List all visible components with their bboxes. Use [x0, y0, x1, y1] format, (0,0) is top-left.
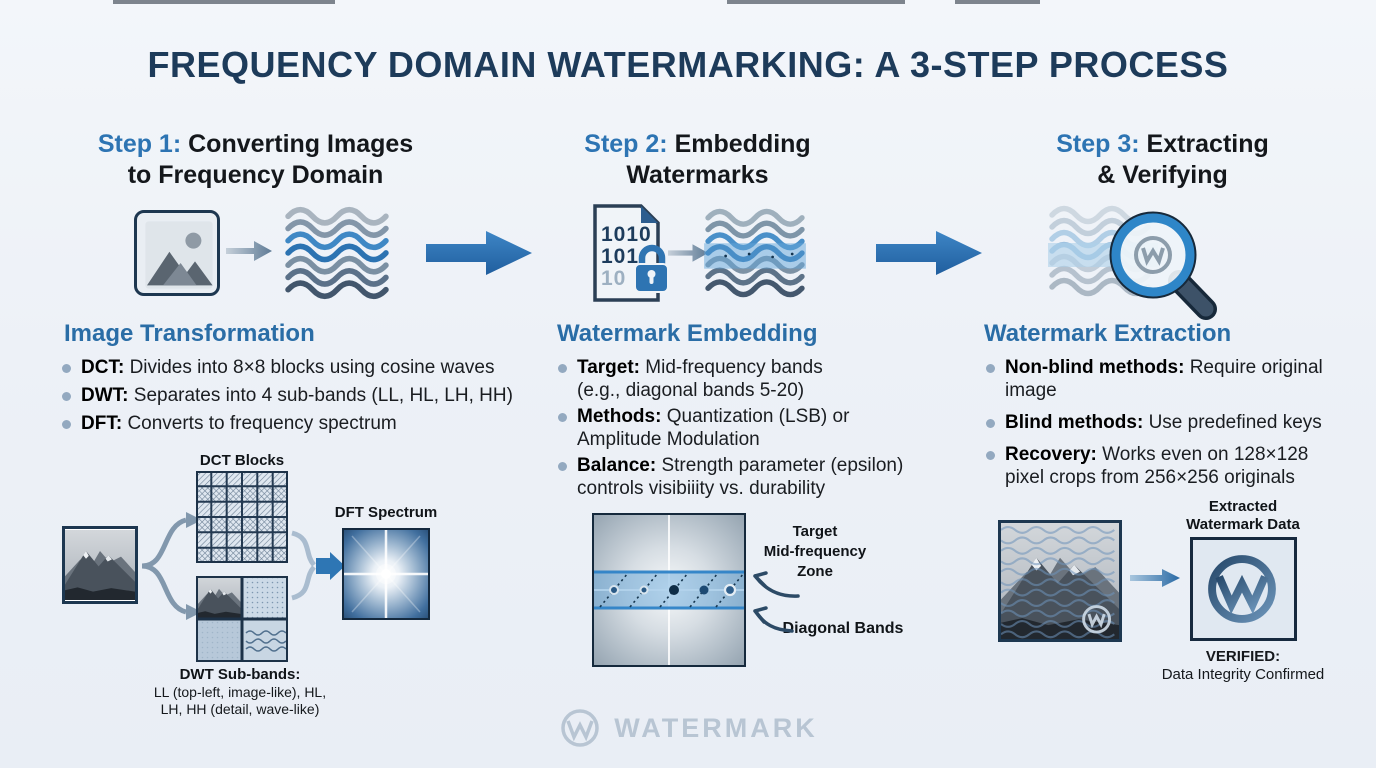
list-item: DWT: Separates into 4 sub-bands (LL, HL,…: [62, 384, 513, 408]
brand-footer: WATERMARK: [0, 706, 1376, 750]
source-image: [62, 526, 138, 604]
dwt-subbands-label: DWT Sub-bands:: [179, 666, 301, 683]
bullet-dot: [558, 413, 567, 422]
watermark-glyph: [1134, 236, 1172, 274]
step1-to-step2-arrow-icon: [426, 231, 532, 275]
watermarked-waves-icon: [704, 208, 806, 298]
extracted-watermark-label: Extracted Watermark Data: [1186, 498, 1300, 533]
small-arrow-icon: [226, 241, 272, 261]
section-heading-extraction: Watermark Extraction: [984, 320, 1232, 347]
bullet-dot: [986, 451, 995, 460]
step2-diagram: Target Mid-frequency Zone Diagonal Bands: [558, 500, 978, 685]
bullet-dot: [558, 364, 567, 373]
bullet-dot: [986, 364, 995, 373]
brand-logo-icon: [561, 709, 599, 747]
step3-label: Step 3:: [1056, 130, 1140, 158]
image-icon: [134, 210, 220, 296]
step1-diagram: DCT Blocks DFT Spectrum: [40, 438, 480, 738]
extracted-watermark-box: [1190, 537, 1297, 641]
small-arrow-icon: [668, 244, 709, 262]
target-zone-label: Target Mid-frequency Zone: [763, 523, 867, 580]
bullet-dot: [62, 392, 71, 401]
extract-arrow-icon: [1130, 569, 1180, 587]
dft-spectrum-label: DFT Spectrum: [334, 504, 438, 521]
list-item: Blind methods: Use predefined keys: [986, 411, 1346, 434]
svg-text:101: 101: [601, 245, 639, 268]
dct-blocks-grid: [196, 471, 288, 563]
svg-text:10: 10: [601, 267, 626, 290]
step3-diagram: Extracted Watermark Data VERIFIED: Data …: [975, 488, 1375, 698]
top-edge-artifact: [955, 0, 1040, 4]
bullet-dot: [62, 364, 71, 373]
step2-header: Step 2: Embedding Watermarks: [584, 130, 811, 189]
bullet-dot: [62, 420, 71, 429]
watermarked-image: [998, 520, 1122, 642]
list-item: Balance: Strength parameter (epsilon)con…: [558, 454, 918, 500]
dwt-subbands-line2: LH, HH (detail, wave-like): [160, 701, 320, 717]
watermark-logo-large: [1208, 555, 1276, 623]
frequency-waves-icon: [285, 206, 389, 300]
dwt-subbands-line1: LL (top-left, image-like), HL,: [153, 684, 327, 700]
top-edge-artifact: [727, 0, 905, 4]
step2-bullet-list: Target: Mid-frequency bands(e.g., diagon…: [558, 356, 918, 503]
bullet-dot: [558, 462, 567, 471]
section-heading-transformation: Image Transformation: [64, 320, 315, 347]
step2-label: Step 2:: [584, 130, 668, 158]
list-item: DCT: Divides into 8×8 blocks using cosin…: [62, 356, 512, 380]
binary-document-lock-icon: 1010 101 10: [593, 204, 669, 302]
page-title: FREQUENCY DOMAIN WATERMARKING: A 3-STEP …: [147, 44, 1229, 85]
section-heading-embedding: Watermark Embedding: [557, 320, 818, 347]
list-item: DFT: Converts to frequency spectrum: [62, 412, 512, 436]
list-item: Target: Mid-frequency bands(e.g., diagon…: [558, 356, 918, 402]
magnifier-watermark-icon: [1048, 205, 1217, 320]
diagonal-bands-label: Diagonal Bands: [782, 620, 904, 637]
step1-bullet-list: DCT: Divides into 8×8 blocks using cosin…: [62, 356, 513, 440]
step1-connectors: [141, 512, 345, 620]
step1-label: Step 1:: [97, 130, 182, 158]
bullet-dot: [986, 419, 995, 428]
step3-header: Step 3: Extracting & Verifying: [1056, 130, 1269, 189]
svg-text:1010: 1010: [601, 223, 652, 246]
dft-spectrum: [342, 528, 430, 620]
watermark-badge: [1082, 605, 1112, 634]
brand-name: WATERMARK: [614, 712, 818, 743]
embedding-spectrum: [592, 513, 746, 667]
dct-blocks-label: DCT Blocks: [199, 452, 285, 469]
step1-header: Step 1: Converting Images to Frequency D…: [97, 130, 414, 189]
verified-label: VERIFIED:: [1205, 648, 1281, 665]
step2-to-step3-arrow-icon: [876, 231, 982, 275]
verified-detail: Data Integrity Confirmed: [1161, 666, 1325, 683]
dwt-subbands-grid: [196, 576, 288, 662]
lock-icon: [634, 244, 669, 293]
annotation-arrows: [753, 571, 800, 633]
top-edge-artifact: [113, 0, 335, 4]
